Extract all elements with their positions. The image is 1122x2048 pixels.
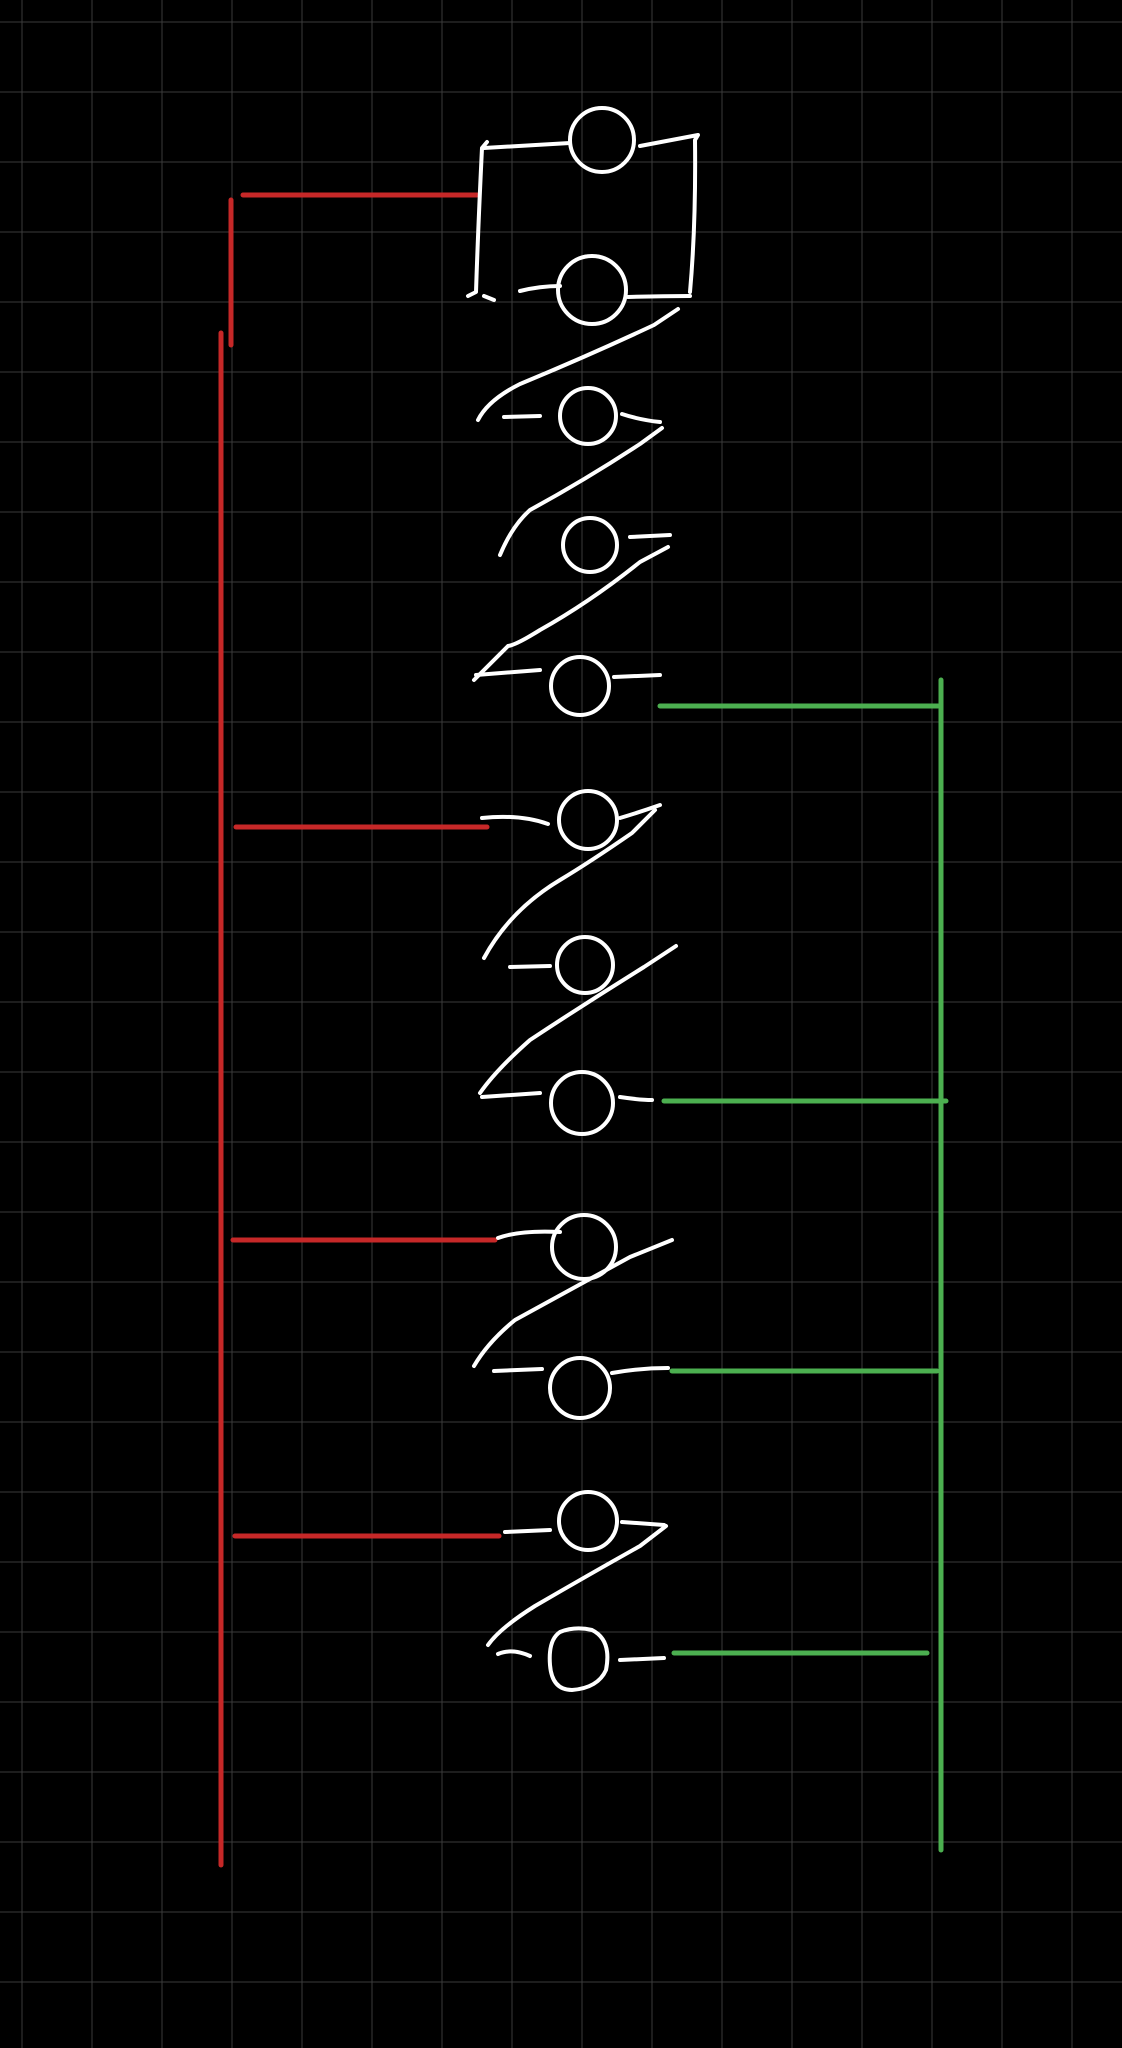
terminal-3: [502, 386, 662, 446]
terminal-circle: [568, 106, 636, 174]
terminal-5: [474, 655, 662, 717]
left-bus: [218, 192, 502, 1868]
terminal-lead: [480, 1091, 654, 1102]
terminal-lead: [496, 1649, 666, 1662]
terminal-8: [480, 1070, 654, 1136]
terminal-circle: [555, 935, 615, 995]
terminal-circle: [557, 1490, 619, 1552]
terminal-circle: [561, 516, 619, 574]
terminal-11: [503, 1490, 666, 1552]
terminal-4: [561, 516, 672, 574]
terminal-lead: [480, 803, 662, 826]
terminal-lead: [508, 964, 552, 969]
switch-blade-2: [498, 426, 664, 557]
switch-blade-7: [486, 1524, 668, 1647]
terminal-1: [568, 106, 636, 174]
terminal-lead: [502, 412, 662, 424]
terminal-lead: [492, 1366, 670, 1375]
terminal-9: [496, 1213, 618, 1281]
terminal-lead: [503, 1520, 666, 1534]
terminal-circle: [557, 789, 619, 851]
switch-blade-5: [478, 944, 678, 1095]
terminal-10: [492, 1356, 670, 1420]
switch-blade-3: [472, 545, 670, 682]
terminal-circle: [558, 386, 618, 446]
switch-chain: [466, 106, 700, 1692]
terminal-lead: [474, 668, 662, 679]
terminal-6: [480, 789, 662, 851]
right-bus: [657, 677, 949, 1853]
switch-blade-4: [482, 808, 657, 960]
terminal-12: [496, 1626, 666, 1692]
terminal-circle: [547, 1626, 610, 1692]
terminal-lead: [628, 533, 672, 539]
terminal-2: [556, 254, 628, 326]
terminal-circle: [550, 1213, 618, 1281]
terminal-7: [508, 935, 615, 995]
terminal-circle: [556, 254, 628, 326]
terminal-circle: [548, 1356, 612, 1420]
top-loop-frame: [466, 133, 700, 302]
terminal-lead: [496, 1229, 562, 1240]
terminal-circle: [549, 1070, 615, 1136]
terminal-circle: [549, 655, 611, 717]
switch-blade-1: [476, 307, 680, 422]
